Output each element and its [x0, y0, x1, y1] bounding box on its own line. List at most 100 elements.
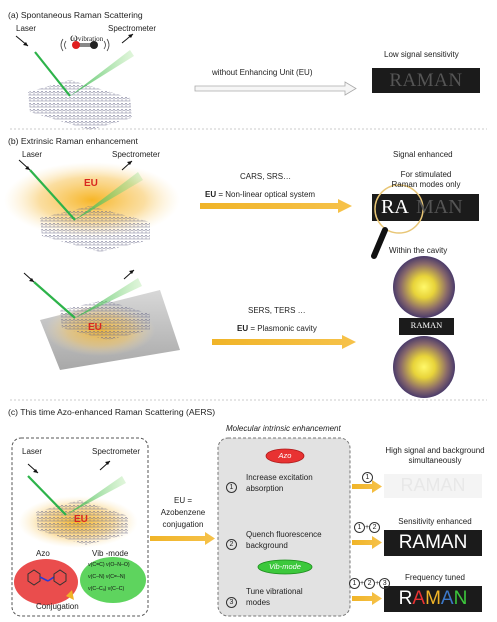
raman-cavity: RAMAN	[410, 320, 443, 330]
section-b1-molecule	[40, 206, 150, 252]
laser-beam-b2	[33, 281, 76, 319]
laser-beam-b1	[29, 169, 76, 221]
step1-number: 1	[226, 476, 237, 494]
atom-red	[72, 41, 80, 49]
out1-circle: 1	[362, 472, 373, 483]
laser-label-a: Laser	[16, 24, 37, 33]
vib-pill-label: Vib-mode	[269, 562, 301, 571]
intrinsic-panel	[217, 437, 351, 617]
section-b-title: (b) Extrinsic Raman enhancement	[8, 136, 138, 146]
arrow-b2	[212, 335, 356, 349]
azobenzene-molecule	[27, 569, 67, 586]
step2-number: 2	[226, 533, 237, 551]
scatter-beam-a	[70, 50, 134, 96]
eu-nonlinear-rest: = Non-linear optical system	[216, 190, 316, 199]
step3-number: 3	[226, 591, 237, 609]
azo-blob	[14, 559, 78, 605]
high-signal-line1: High signal and background	[385, 446, 485, 455]
azo-pill	[265, 448, 305, 464]
vib-mode-3: ν(C–Cₐ) ν(C–C)	[88, 586, 125, 592]
omega-symbol: ωvibration	[70, 30, 103, 45]
step1-circle: 1	[226, 482, 237, 493]
out3-circle-2: 2	[364, 578, 376, 589]
out2-circle-2: 2	[369, 522, 381, 533]
laser-beam-a	[34, 51, 71, 97]
raman-frequency: RAMAN	[384, 588, 482, 610]
raman-letter-n: N	[453, 588, 468, 609]
step3-circle: 3	[226, 597, 237, 608]
aers-scheme-box	[11, 437, 149, 617]
step3-line1: Tune vibrational	[246, 587, 303, 596]
laser-label-c: Laser	[22, 447, 43, 456]
spectrometer-label-a: Spectrometer	[108, 24, 157, 33]
out3-numbers: 1+2+3	[349, 578, 391, 589]
raman-text-low: RAMAN	[389, 70, 463, 91]
without-eu-label: without Enhancing Unit (EU)	[212, 68, 313, 77]
section-a-molecule	[28, 80, 132, 130]
raman-ra-bright: RA	[381, 196, 409, 218]
conjugation-arrow	[66, 590, 74, 600]
signal-enhanced-label: Signal enhanced	[393, 150, 453, 159]
arrow-c1	[352, 480, 382, 493]
laser-label-b1: Laser	[22, 150, 43, 159]
raman-high: RAMAN	[400, 475, 466, 495]
out3-circle-3: 3	[379, 578, 391, 589]
eu-label-b2: EU	[88, 322, 102, 333]
raman-letter-m: M	[425, 588, 441, 609]
section-b2-molecule	[60, 300, 150, 340]
cars-srs-label: CARS, SRS…	[240, 172, 292, 181]
out3-plus-1: +	[360, 580, 365, 587]
eu-plasmonic-bold: EU	[237, 324, 249, 333]
frequency-label: Frequency tuned	[404, 573, 466, 582]
molecular-label: Molecular intrinsic enhancement	[226, 424, 341, 433]
raman-box-b1-bg	[372, 194, 479, 221]
without-eu-arrow	[194, 81, 357, 96]
out2-plus: +	[365, 524, 370, 531]
vibration-subscript: vibration	[77, 35, 104, 43]
eu-label-b1: EU	[84, 178, 98, 189]
step1-line2: absorption	[246, 484, 284, 493]
vibmode-blob	[80, 557, 146, 603]
cavity-sphere-bottom	[393, 336, 455, 398]
sers-ters-label: SERS, TERS …	[248, 306, 306, 315]
section-c-molecule	[36, 500, 128, 545]
scatter-beam-c	[66, 476, 126, 515]
raman-box-low-bg	[372, 68, 480, 93]
step3-line2: modes	[246, 598, 271, 607]
raman-box-cavity-bg	[399, 318, 454, 335]
raman-box-frequency-bg	[384, 586, 482, 612]
laser-beam-c	[27, 475, 67, 516]
out1-number: 1	[362, 466, 373, 484]
out2-numbers: 1+2	[354, 522, 381, 533]
scatter-beam-b2	[75, 278, 142, 318]
out2-circle-1: 1	[354, 522, 365, 533]
spectrometer-label-c: Spectrometer	[92, 447, 141, 456]
within-cavity-label: Within the cavity	[389, 246, 448, 255]
eu-azo-line3: conjugation	[162, 520, 204, 529]
step2-line1: Quench fluorescence	[246, 530, 322, 539]
step1-line1: Increase excitation	[246, 473, 313, 482]
spectrometer-label-b1: Spectrometer	[112, 150, 161, 159]
step2-circle: 2	[226, 539, 237, 550]
raman-box-high-bg	[384, 474, 482, 498]
omega-text: ω	[70, 30, 78, 44]
azo-side-label: Azo	[36, 549, 50, 558]
eu-azo-line1: EU =	[173, 496, 192, 505]
vibmode-side-label: Vib -mode	[92, 549, 129, 558]
vib-mode-1: ν(C=C) ν(O–N–O)	[88, 562, 130, 568]
arrow-c2	[352, 536, 382, 549]
raman-letter-a1: A	[412, 588, 426, 609]
magnifier-handle	[371, 227, 388, 259]
scatter-beam-b1	[75, 172, 143, 220]
raman-box-sensitivity-bg	[384, 530, 482, 556]
raman-letter-a2: A	[440, 588, 454, 609]
eu-plasmonic-rest: = Plasmonic cavity	[248, 324, 317, 333]
raman-sensitivity: RAMAN	[398, 532, 468, 553]
sensitivity-label: Sensitivity enhanced	[398, 517, 472, 526]
eu-azo-line2: Azobenzene	[160, 508, 206, 517]
arrow-c-eu	[150, 532, 215, 545]
azo-pill-label: Azo	[278, 451, 292, 460]
raman-man-dim: MAN	[416, 196, 463, 218]
out3-circle-1: 1	[349, 578, 360, 589]
